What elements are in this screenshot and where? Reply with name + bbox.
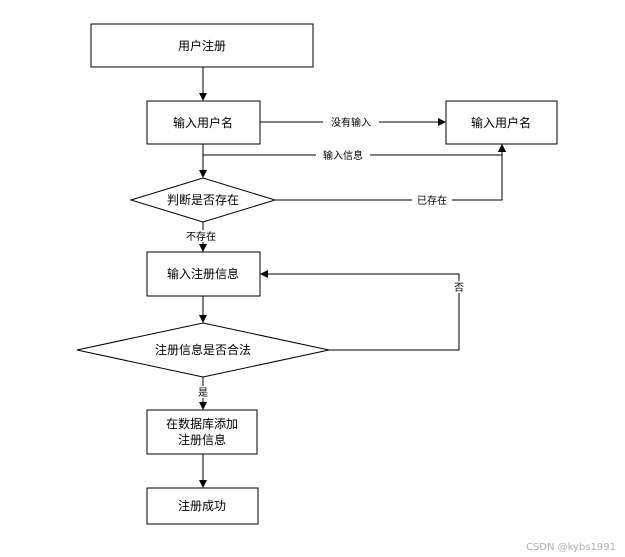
node-input-username-right: 输入用户名 bbox=[445, 100, 558, 145]
node-check-exists: 判断是否存在 bbox=[129, 177, 277, 223]
node-input-register-info-label: 输入注册信息 bbox=[167, 266, 239, 281]
node-add-to-db: 在数据库添加 注册信息 bbox=[146, 409, 258, 455]
node-add-to-db-label-line2: 注册信息 bbox=[178, 432, 226, 447]
node-input-register-info: 输入注册信息 bbox=[146, 251, 261, 297]
edge-no bbox=[260, 270, 460, 351]
node-input-username-label: 输入用户名 bbox=[173, 115, 233, 130]
node-check-valid: 注册信息是否合法 bbox=[76, 322, 330, 378]
node-check-exists-label: 判断是否存在 bbox=[167, 192, 239, 207]
node-check-valid-label: 注册信息是否合法 bbox=[155, 342, 251, 357]
node-input-username-right-label: 输入用户名 bbox=[471, 115, 531, 130]
node-input-username: 输入用户名 bbox=[146, 100, 261, 145]
edge-label-no-input: 没有输入 bbox=[331, 116, 371, 129]
node-register-success: 注册成功 bbox=[146, 487, 259, 525]
edge-label-yes: 是 bbox=[198, 387, 208, 399]
node-user-register-label: 用户注册 bbox=[178, 38, 226, 53]
watermark: CSDN @kybs1991 bbox=[526, 542, 616, 553]
edge-label-no: 否 bbox=[454, 282, 464, 294]
edge-label-not-exists: 不存在 bbox=[186, 230, 216, 243]
edge-label-exists: 已存在 bbox=[417, 194, 447, 207]
edge-exists bbox=[275, 144, 506, 201]
node-add-to-db-label-line1: 在数据库添加 bbox=[166, 416, 238, 431]
node-user-register: 用户注册 bbox=[90, 23, 314, 68]
node-register-success-label: 注册成功 bbox=[178, 498, 226, 513]
edge-label-input-info: 输入信息 bbox=[323, 149, 363, 162]
